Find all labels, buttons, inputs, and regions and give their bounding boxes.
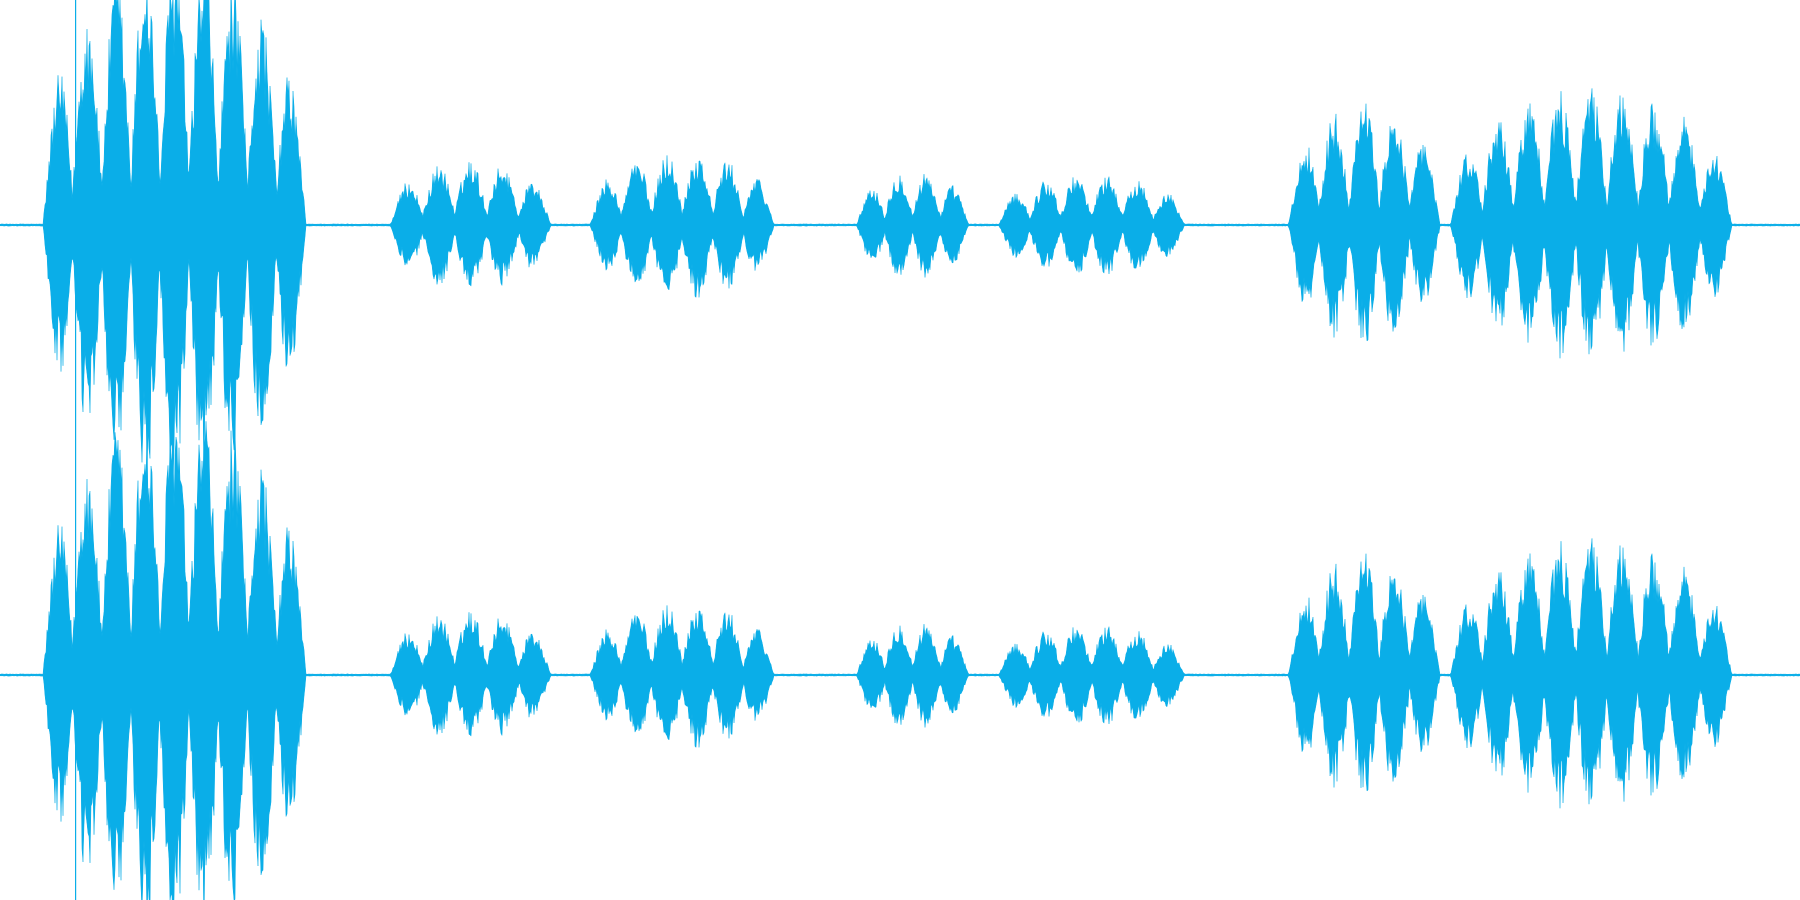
channel-1-waveform <box>0 0 1800 489</box>
waveform-channel-2[interactable] <box>0 421 1800 900</box>
channel-2-waveform <box>0 421 1800 900</box>
waveform-channel-1[interactable] <box>0 0 1800 489</box>
